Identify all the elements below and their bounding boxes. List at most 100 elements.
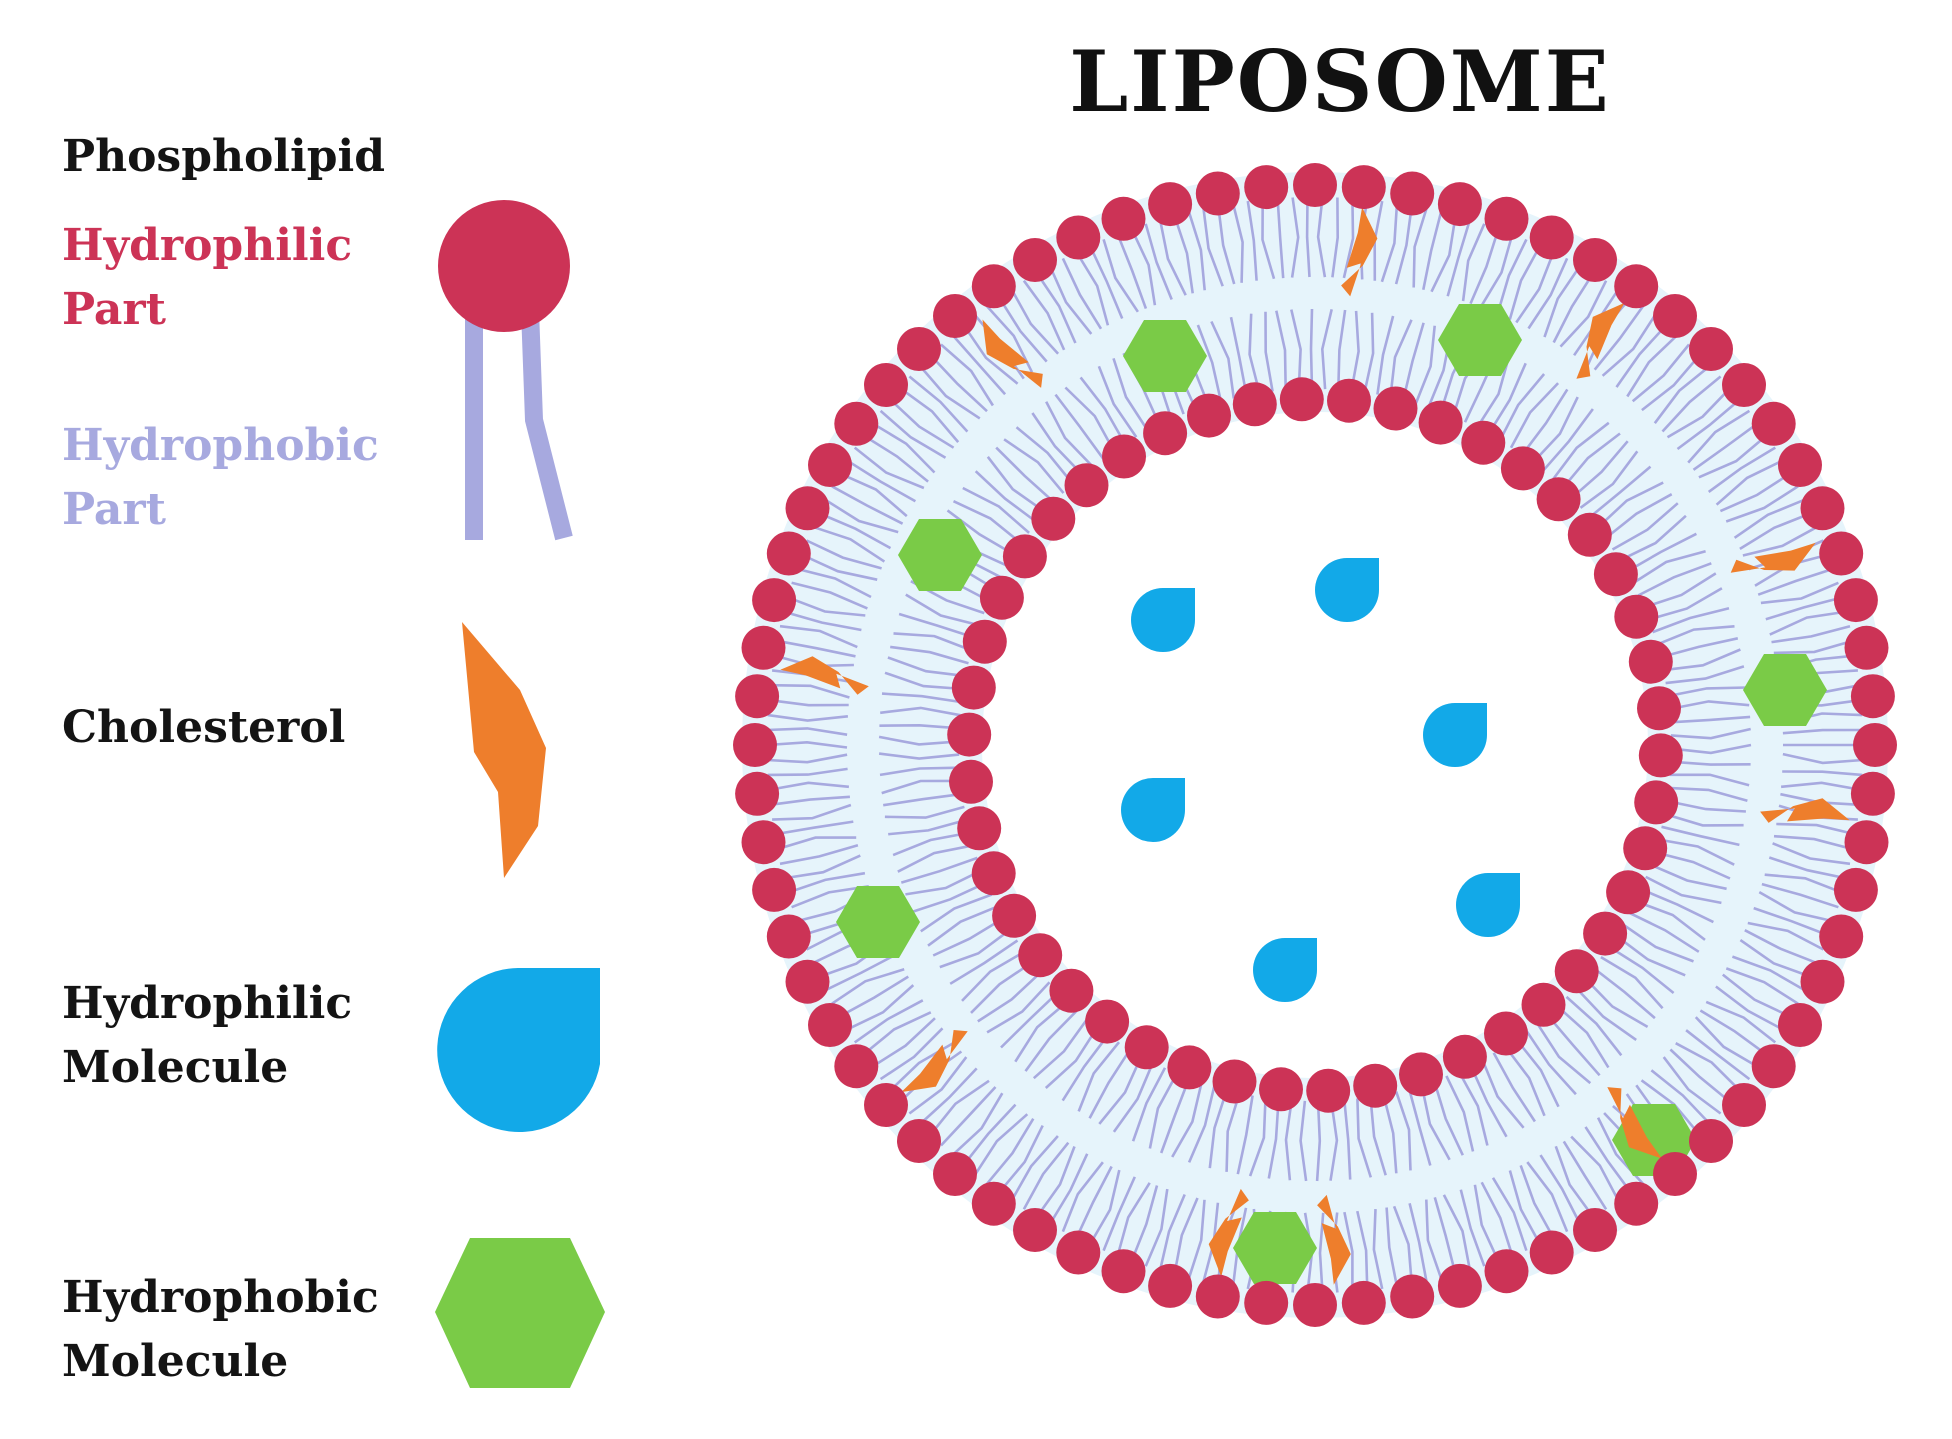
lipid-head xyxy=(735,674,780,719)
lipid-tail xyxy=(1509,382,1560,449)
lipid-tail xyxy=(1158,1193,1186,1271)
lipid-head xyxy=(1638,733,1683,778)
lipid-tail xyxy=(791,581,868,610)
lipid-tail xyxy=(1343,1099,1352,1180)
legend-hydrophilic-molecule-line1: Hydrophilic xyxy=(62,978,353,1029)
lipid-tail xyxy=(1647,587,1723,621)
lipid-head xyxy=(1148,182,1193,227)
lipid-tail xyxy=(767,767,848,777)
legend-cholesterol-label: Cholesterol xyxy=(62,696,345,760)
lipid-tail xyxy=(1116,233,1148,310)
lipid-tail xyxy=(1715,459,1784,506)
lipid-head xyxy=(971,264,1016,309)
lipid-tail xyxy=(911,881,988,914)
lipid-tail xyxy=(1208,1089,1229,1169)
lipid-head xyxy=(1689,1119,1733,1163)
lipid-tail xyxy=(1514,1038,1560,1108)
lipid-tail xyxy=(879,409,947,459)
lipid-tail xyxy=(1526,1161,1569,1233)
lipid-tail xyxy=(1246,200,1258,281)
lipid-tail xyxy=(1420,1084,1451,1161)
lipid-tail xyxy=(1061,1034,1110,1102)
lipid-head xyxy=(1056,1230,1101,1275)
hydrophilic-molecule xyxy=(1131,588,1195,652)
lipid-head xyxy=(1232,382,1277,427)
lipid-tail xyxy=(1318,1212,1325,1293)
lipid-head xyxy=(741,625,786,670)
lipid-head xyxy=(1614,1181,1659,1226)
cholesterol xyxy=(982,319,1043,388)
lipid-tail xyxy=(898,612,976,640)
lipid-tail xyxy=(1229,316,1248,396)
legend-cholesterol-text: Cholesterol xyxy=(62,702,346,753)
lipid-tail xyxy=(893,632,973,652)
lipid-head xyxy=(1833,867,1878,912)
lipid-tail xyxy=(1276,198,1285,279)
lipid-head xyxy=(864,1083,908,1127)
lipid-tail xyxy=(1487,362,1527,435)
lipid-tail xyxy=(766,740,848,749)
lipid-tail xyxy=(1236,1095,1254,1175)
lipid-head xyxy=(1244,165,1289,210)
lipid-head xyxy=(735,771,780,816)
legend-phospholipid-icon xyxy=(438,200,573,541)
lipid-tail xyxy=(811,525,886,563)
lipid-tail xyxy=(770,795,850,807)
lipid-head xyxy=(1102,434,1146,479)
lipid-head xyxy=(1500,446,1545,491)
lipid-tail xyxy=(1414,325,1436,405)
lipid-head xyxy=(834,1044,879,1089)
lipid-tail xyxy=(1604,493,1673,540)
phospholipid-tail-icon xyxy=(521,309,573,541)
lipid-head xyxy=(1279,377,1324,422)
lipid-head xyxy=(1567,512,1612,557)
lipid-tail xyxy=(1782,770,1863,777)
lipid-tail xyxy=(1372,1209,1384,1290)
lipid-tail xyxy=(1570,440,1629,500)
lipid-head xyxy=(1018,933,1063,978)
lipid-tail xyxy=(970,960,1034,1014)
lipid-tail xyxy=(1054,393,1105,460)
legend-hydrophobic-part-line1: Hydrophobic xyxy=(62,420,379,471)
lipid-tail xyxy=(1637,562,1712,597)
lipid-tail xyxy=(1148,1072,1179,1149)
lipid-tail xyxy=(1615,934,1686,977)
lipid-tail xyxy=(1048,264,1093,335)
lipid-head xyxy=(1244,1280,1289,1325)
lipid-tail xyxy=(1747,921,1825,951)
lipid-head xyxy=(1614,594,1659,639)
lipid-tail xyxy=(871,1017,936,1069)
lipid-head xyxy=(1437,1263,1482,1308)
lipid-head xyxy=(1013,238,1057,282)
lipid-tail xyxy=(905,593,981,627)
lipid-tail xyxy=(951,333,1007,396)
lipid-head xyxy=(1529,215,1574,260)
lipid-tail xyxy=(1536,1022,1592,1085)
lipid-tail xyxy=(791,885,869,909)
lipid-tail xyxy=(1479,233,1514,308)
lipid-tail xyxy=(1112,1061,1155,1133)
lipid-tail xyxy=(1583,976,1649,1029)
lipid-head xyxy=(1101,1249,1146,1294)
hydrophobic-molecule xyxy=(1123,320,1207,392)
lipid-head xyxy=(1293,163,1337,207)
lipid-tail xyxy=(973,1113,1029,1176)
cholesterol xyxy=(780,656,869,695)
lipid-head xyxy=(1195,1274,1240,1319)
lipid-head xyxy=(979,575,1024,620)
lipid-tail xyxy=(770,683,850,699)
lipid-tail xyxy=(1776,822,1857,836)
lipid-tail xyxy=(1014,1000,1069,1063)
lipid-tail xyxy=(1667,686,1748,698)
lipid-tail xyxy=(783,854,861,880)
lipid-tail xyxy=(1642,572,1717,609)
lipid-tail xyxy=(1461,223,1486,302)
lipid-tail xyxy=(1187,1086,1216,1163)
lipid-tail xyxy=(1771,624,1851,644)
lipid-tail xyxy=(1048,1153,1089,1226)
lipid-tail xyxy=(776,639,856,658)
lipid-head xyxy=(808,443,852,487)
lipid-tail xyxy=(1196,324,1223,402)
lipid-tail xyxy=(986,981,1051,1034)
lipid-tail xyxy=(1661,825,1740,847)
